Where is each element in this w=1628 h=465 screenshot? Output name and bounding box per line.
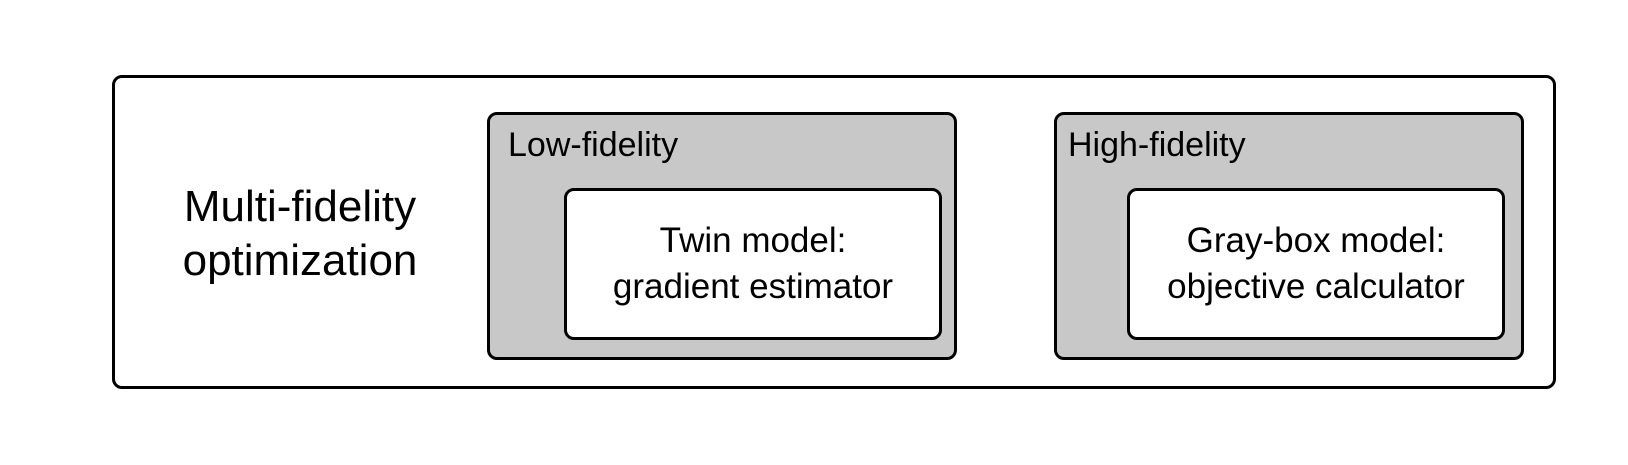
gray-box-model-box: Gray-box model: objective calculator <box>1127 188 1505 340</box>
main-label: Multi-fidelity optimization <box>160 180 440 288</box>
main-label-line-1: Multi-fidelity <box>183 182 417 231</box>
gray-box-model-line-1: Gray-box model: <box>1186 221 1446 260</box>
high-fidelity-box: High-fidelity Gray-box model: objective … <box>1054 112 1524 360</box>
twin-model-line-2: gradient estimator <box>612 267 894 306</box>
low-fidelity-title: Low-fidelity <box>508 126 679 164</box>
gray-box-model-line-2: objective calculator <box>1167 267 1465 306</box>
twin-model-box: Twin model: gradient estimator <box>564 188 942 340</box>
low-fidelity-box: Low-fidelity Twin model: gradient estima… <box>487 112 957 360</box>
high-fidelity-title: High-fidelity <box>1068 126 1246 164</box>
main-label-line-2: optimization <box>182 236 418 285</box>
twin-model-line-1: Twin model: <box>659 221 847 260</box>
